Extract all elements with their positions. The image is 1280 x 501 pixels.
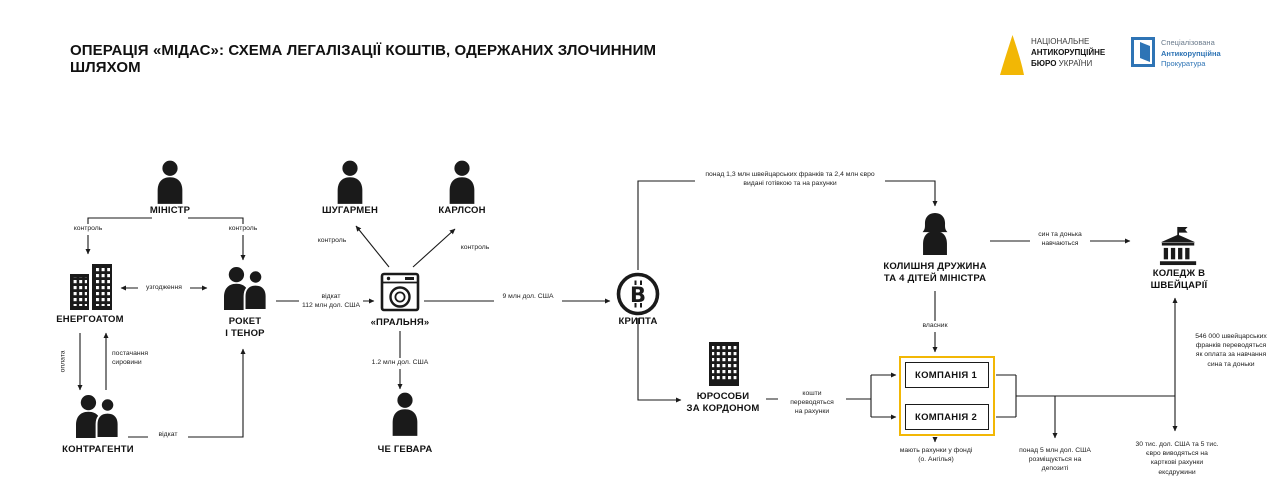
node-label-line: ШВЕЙЦАРІЇ: [1150, 279, 1208, 291]
edge-label-kontrol-karlson: контроль: [453, 243, 497, 254]
edge-label-kontrol-shugarmen: контроль: [310, 236, 354, 247]
edge-label-line: син та донька: [1038, 231, 1082, 238]
edge-label-oplata: оплата: [58, 339, 70, 384]
washing-machine-icon: [380, 272, 420, 312]
edge-label-line: відкат: [321, 293, 341, 300]
sap-logo-text: Спеціалізована Антикорупційна Прокуратур…: [1161, 38, 1221, 70]
edge-label-line: видані готівкою та на рахунки: [743, 179, 837, 187]
node-label-exwife: КОЛИШНЯ ДРУЖИНА ТА 4 ДІТЕЙ МІНІСТРА: [880, 261, 990, 285]
line-companies-right: [996, 374, 1016, 418]
node-label-line: ЮРОСОБИ: [696, 391, 750, 402]
page-title: ОПЕРАЦІЯ «МІДАС»: СХЕМА ЛЕГАЛІЗАЦІЇ КОШТ…: [70, 42, 657, 76]
nabu-logo-text: НАЦІОНАЛЬНЕ АНТИКОРУПЦІЙНЕ БЮРО УКРАЇНИ: [1031, 36, 1105, 70]
edge-label-line: постачання: [112, 350, 149, 357]
nabu-line2: АНТИКОРУПЦІЙНЕ: [1031, 48, 1106, 58]
edge-label-1-2-mln: 1.2 млн дол. США: [367, 358, 433, 369]
sap-line1: Спеціалізована: [1161, 38, 1215, 47]
nabu-line3-rest: УКРАЇНИ: [1056, 59, 1093, 69]
person-icon: [157, 160, 183, 204]
svg-text:B: B: [630, 283, 646, 307]
college-icon: [1159, 226, 1197, 266]
edge-label-line: 112 млн дол. США: [301, 301, 360, 309]
arrow-minister-energoatom: [85, 217, 152, 255]
annotation-deposit: понад 5 млн дол. США розміщується на деп…: [1019, 447, 1091, 473]
woman-icon: [922, 212, 948, 256]
person-icon: [337, 160, 363, 204]
edge-label-line: кошти переводяться: [790, 390, 834, 406]
edge-label-line: сировини: [112, 358, 142, 366]
nabu-line3: БЮРО УКРАЇНИ: [1031, 58, 1105, 69]
edge-label-line: на рахунки: [794, 407, 830, 415]
node-label-roket-tenor: РОКЕТ І ТЕНОР: [206, 316, 284, 340]
node-label-line: ТА 4 ДІТЕЙ МІНІСТРА: [883, 272, 987, 284]
edge-label-postachannya: постачання сировини: [110, 349, 170, 369]
annotation-anguilla: мають рахунки у фонді (о. Ангілья): [899, 447, 973, 464]
node-label-pralnya: «ПРАЛЬНЯ»: [370, 317, 430, 328]
building-icon: [70, 264, 112, 310]
annotation-cards: 30 тис. дол. США та 5 тис. євро виводять…: [1135, 441, 1219, 476]
edge-label-vidkat: відкат: [148, 430, 188, 441]
edge-label-syn-donka: син та донька навчаються: [1030, 230, 1090, 250]
node-label-chegevara: ЧЕ ГЕВАРА: [377, 444, 433, 455]
node-label-line: КОЛЕДЖ В: [1152, 268, 1206, 279]
sap-line2: Антикорупційна: [1161, 48, 1221, 58]
node-label-krypta: КРИПТА: [618, 316, 658, 327]
node-label-line: І ТЕНОР: [225, 327, 265, 339]
node-label-karlson: КАРЛСОН: [438, 205, 486, 216]
node-label-minister: МІНІСТР: [149, 205, 191, 216]
company2-box: КОМПАНІЯ 2: [905, 404, 989, 430]
edge-label-uzgodzhennya: узгодження: [138, 283, 190, 294]
person-icon: [449, 160, 475, 204]
two-person-icon: [224, 266, 268, 310]
node-label-shugarmen: ШУГАРМЕН: [321, 205, 379, 216]
arrow-krypta-exwife: [637, 180, 938, 270]
nabu-logo-icon: [1000, 35, 1024, 75]
edge-label-9-mln: 9 млн дол. США: [494, 292, 562, 303]
node-label-line: РОКЕТ: [228, 316, 262, 327]
person-icon: [392, 392, 418, 436]
node-label-yurosoby: ЮРОСОБИ ЗА КОРДОНОМ: [683, 391, 763, 415]
sap-logo-icon: [1131, 37, 1155, 67]
bitcoin-icon: B: [616, 272, 660, 316]
company1-box: КОМПАНІЯ 1: [905, 362, 989, 388]
nabu-line3-bold: БЮРО: [1031, 59, 1057, 69]
node-label-kontragenty: КОНТРАГЕНТИ: [62, 444, 134, 455]
arrow-krypta-yurosoby: [637, 318, 682, 403]
edge-label-kontrol-energoatom: контроль: [66, 224, 110, 235]
edge-label-vidkat-112: відкат 112 млн дол. США: [299, 292, 363, 312]
node-label-energoatom: ЕНЕРГОАТОМ: [56, 314, 124, 325]
arrow-pralnya-shugarmen: [355, 225, 390, 268]
edge-label-koshty: кошти переводяться на рахунки: [778, 389, 846, 418]
edge-label-line: навчаються: [1041, 239, 1079, 247]
two-person-icon: [76, 394, 120, 438]
building-icon: [709, 342, 739, 386]
sap-line3: Прокуратура: [1161, 59, 1206, 68]
annotation-tuition: 546 000 швейцарських франків переводятьс…: [1195, 333, 1267, 368]
nabu-line1: НАЦІОНАЛЬНЕ: [1031, 37, 1090, 46]
edge-label-kontrol-roket: контроль: [221, 224, 265, 235]
arrow-pralnya-karlson: [412, 228, 456, 268]
node-label-line: КОЛИШНЯ ДРУЖИНА: [883, 261, 987, 272]
edge-label-line: понад 1,3 млн швейцарських франків та 2,…: [705, 171, 875, 178]
node-label-college: КОЛЕДЖ В ШВЕЙЦАРІЇ: [1139, 268, 1219, 292]
arrow-minister-roket: [188, 217, 246, 261]
edge-label-vlasnyk: власник: [915, 321, 955, 332]
node-label-line: ЗА КОРДОНОМ: [686, 402, 760, 414]
edge-label-chf-eur: понад 1,3 млн швейцарських франків та 2,…: [695, 170, 885, 190]
